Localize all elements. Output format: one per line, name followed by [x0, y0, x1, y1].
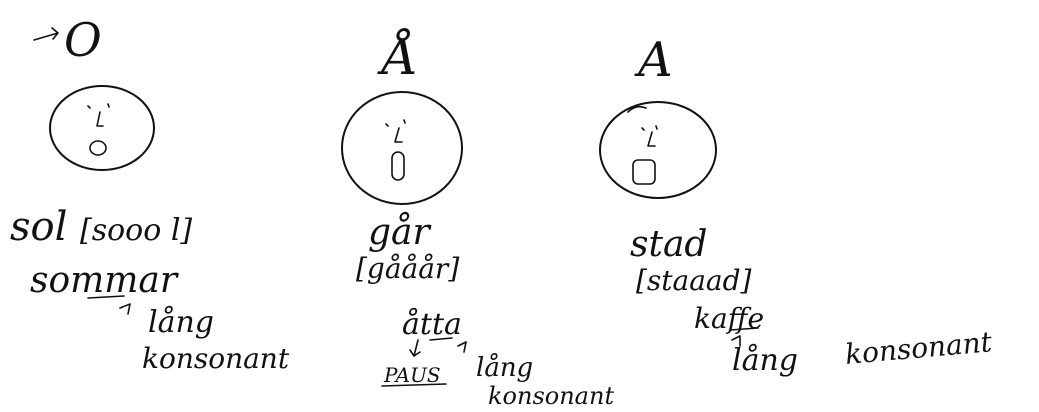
underline-ff — [729, 327, 759, 331]
vowel-letter-a: A — [634, 32, 673, 88]
note-konsonant: konsonant — [488, 382, 614, 410]
underline-tt — [429, 337, 453, 341]
pointer-arrow — [731, 335, 741, 347]
underline-paus — [381, 383, 447, 387]
note-lang: lång — [476, 352, 533, 383]
pointer-arrow-pause — [409, 339, 421, 357]
pronunciation-sol: [sooo l] — [80, 213, 192, 248]
word-atta: åtta — [402, 307, 462, 342]
note-konsonant: konsonant — [142, 342, 290, 375]
word-sol: sol — [10, 204, 67, 250]
underline-mm — [87, 295, 125, 299]
column-aa: Å går [gååår] åtta PAUS lång konsonant — [341, 27, 614, 410]
face-open-mouth-icon — [599, 101, 717, 199]
column-o: O sol [sooo l] sommar lång konsonant — [10, 13, 290, 375]
note-lang: lång — [148, 305, 214, 340]
note-konsonant: konsonant — [844, 325, 994, 371]
column-a: A stad [staaad] kaffe lång konsonant — [599, 32, 994, 378]
pointer-arrow-long — [457, 341, 467, 353]
vowel-letter-o: O — [64, 13, 102, 67]
note-lang: lång — [732, 343, 798, 378]
label-paus: PAUS — [383, 363, 441, 387]
word-kaffe: kaffe — [694, 302, 764, 335]
word-sommar: sommar — [30, 260, 179, 301]
face-round-mouth-icon — [49, 85, 155, 171]
vowel-letter-aa: Å — [377, 27, 418, 86]
pointer-arrow — [119, 303, 131, 315]
arrow-icon — [33, 27, 59, 41]
face-tall-mouth-icon — [341, 91, 463, 205]
word-gar: går — [368, 212, 432, 253]
word-stad: stad — [630, 224, 707, 265]
pronunciation-gar: [gååår] — [356, 252, 459, 285]
pronunciation-stad: [staaad] — [636, 264, 752, 297]
